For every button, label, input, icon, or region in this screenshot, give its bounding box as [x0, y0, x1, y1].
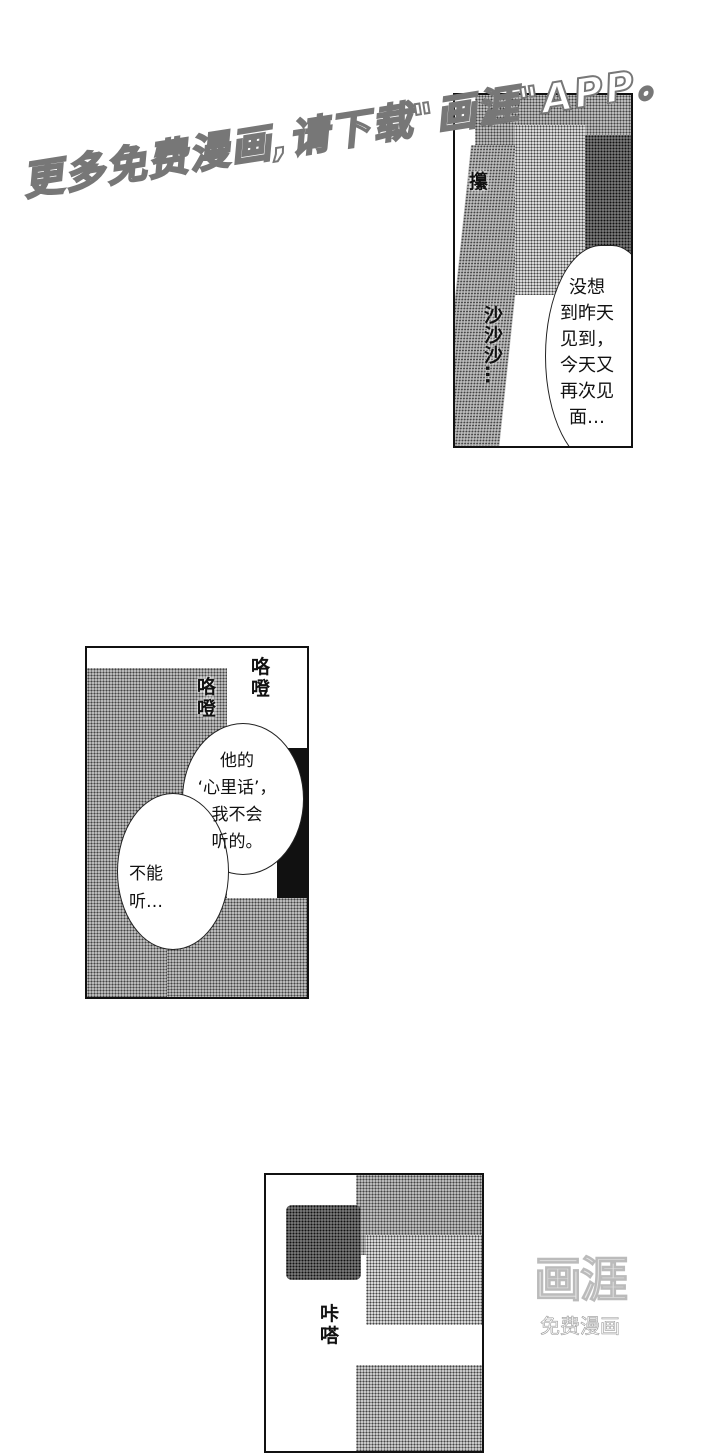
sfx-thump-2: 咯 噔 [197, 676, 217, 720]
sfx-grab: 攥 [469, 171, 489, 193]
bag-tone [356, 1365, 482, 1451]
desk-tone [366, 1235, 482, 1325]
speech-text-2: 不能 听… [129, 864, 163, 912]
chair-tone [286, 1205, 361, 1280]
speech-text-1: 他的 ‘心里话’， 我不会 听的。 [197, 751, 277, 852]
manga-panel-1: 没想 到昨天 见到， 今天又 再次见 面… 攥 沙沙沙… [453, 93, 633, 448]
speech-text: 没想 到昨天 见到， 今天又 再次见 面… [560, 277, 614, 428]
manga-panel-2: 他的 ‘心里话’， 我不会 听的。 不能 听… 咯 噔 咯 噔 [85, 646, 309, 999]
logo-mark: 画涯 [533, 1252, 628, 1309]
speech-bubble-2 [117, 793, 229, 950]
sfx-rustle: 沙沙沙… [481, 305, 503, 385]
sfx-click: 咔 嗒 [320, 1303, 340, 1347]
app-logo-watermark: 画涯 免费漫画 [515, 1240, 645, 1339]
sfx-thump-1: 咯 噔 [251, 656, 271, 700]
manga-panel-3: 咔 嗒 [264, 1173, 484, 1453]
logo-subtitle: 免费漫画 [540, 1314, 621, 1339]
